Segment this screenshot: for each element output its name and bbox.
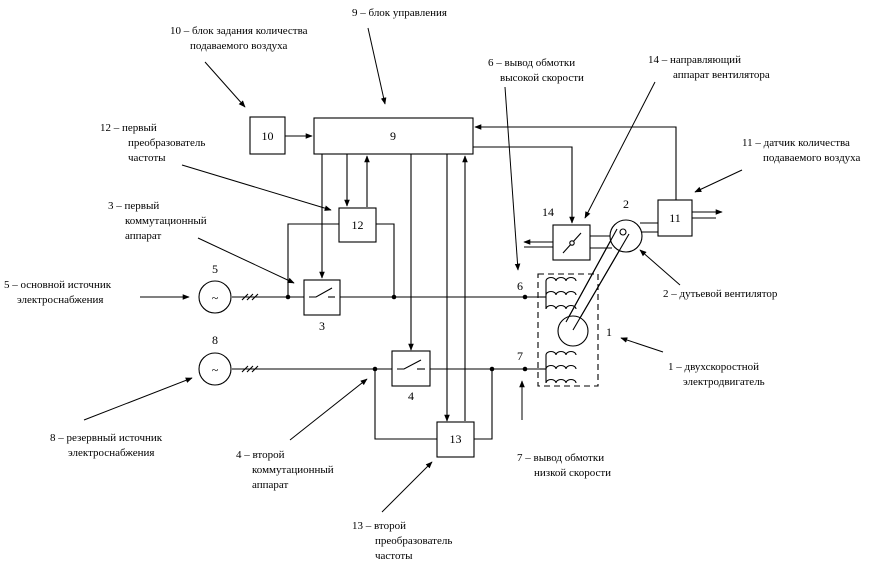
svg-text:~: ~ — [212, 363, 219, 377]
switch-4: 4 — [391, 350, 431, 403]
svg-text:5: 5 — [212, 262, 218, 276]
label-7: 7 – вывод обмотки низкой скорости — [517, 452, 611, 479]
svg-text:2: 2 — [623, 197, 629, 211]
svg-text:~: ~ — [212, 291, 219, 305]
svg-text:12: 12 — [352, 218, 364, 232]
callout-labels: 10 – блок задания количества подаваемого… — [4, 7, 861, 562]
junctions — [285, 294, 528, 372]
svg-text:10: 10 — [262, 129, 274, 143]
label-8: 8 – резервный источник электроснабжения — [50, 432, 165, 459]
svg-text:11: 11 — [669, 211, 681, 225]
svg-text:14: 14 — [542, 205, 554, 219]
terminal-7: 7 — [517, 349, 523, 363]
label-9: 9 – блок управления — [352, 7, 447, 19]
block-10: 10 — [249, 116, 286, 155]
label-1: 1 – двухскоростной электродвигатель — [668, 361, 765, 388]
label-14: 14 – направляющий аппарат вентилятора — [648, 54, 770, 81]
svg-text:9: 9 — [390, 129, 396, 143]
block-11: 11 — [657, 199, 693, 237]
phase-ticks — [241, 293, 259, 373]
svg-text:8: 8 — [212, 333, 218, 347]
svg-text:4: 4 — [408, 389, 414, 403]
label-10: 10 – блок задания количества подаваемого… — [170, 25, 310, 52]
svg-text:13: 13 — [450, 432, 462, 446]
label-11: 11 – датчик количества подаваемого возду… — [742, 137, 861, 164]
svg-text:3: 3 — [319, 319, 325, 333]
switch-3: 3 — [303, 279, 341, 333]
label-3: 3 – первый коммутационный аппарат — [108, 200, 209, 242]
fan-2: 2 — [609, 197, 643, 253]
block-9: 9 — [313, 117, 474, 155]
block-12: 12 — [338, 207, 377, 243]
label-6: 6 – вывод обмотки высокой скорости — [488, 57, 584, 84]
label-4: 4 – второй коммутационный аппарат — [236, 449, 336, 491]
svg-text:1: 1 — [606, 325, 612, 339]
block-13: 13 — [436, 421, 475, 458]
guide-vane-14: 14 — [542, 205, 591, 261]
label-13: 13 – второй преобразователь частоты — [352, 520, 455, 562]
label-5: 5 – основной источник электроснабжения — [4, 279, 114, 306]
label-12: 12 – первый преобразователь частоты — [100, 122, 208, 164]
reserve-source-8: ~ 8 — [198, 333, 232, 386]
callout-arrows — [83, 27, 743, 513]
label-2: 2 – дутьевой вентилятор — [663, 288, 778, 300]
motor-1: 1 — [537, 228, 630, 387]
terminal-6: 6 — [517, 279, 523, 293]
main-source-5: ~ 5 — [198, 262, 232, 314]
